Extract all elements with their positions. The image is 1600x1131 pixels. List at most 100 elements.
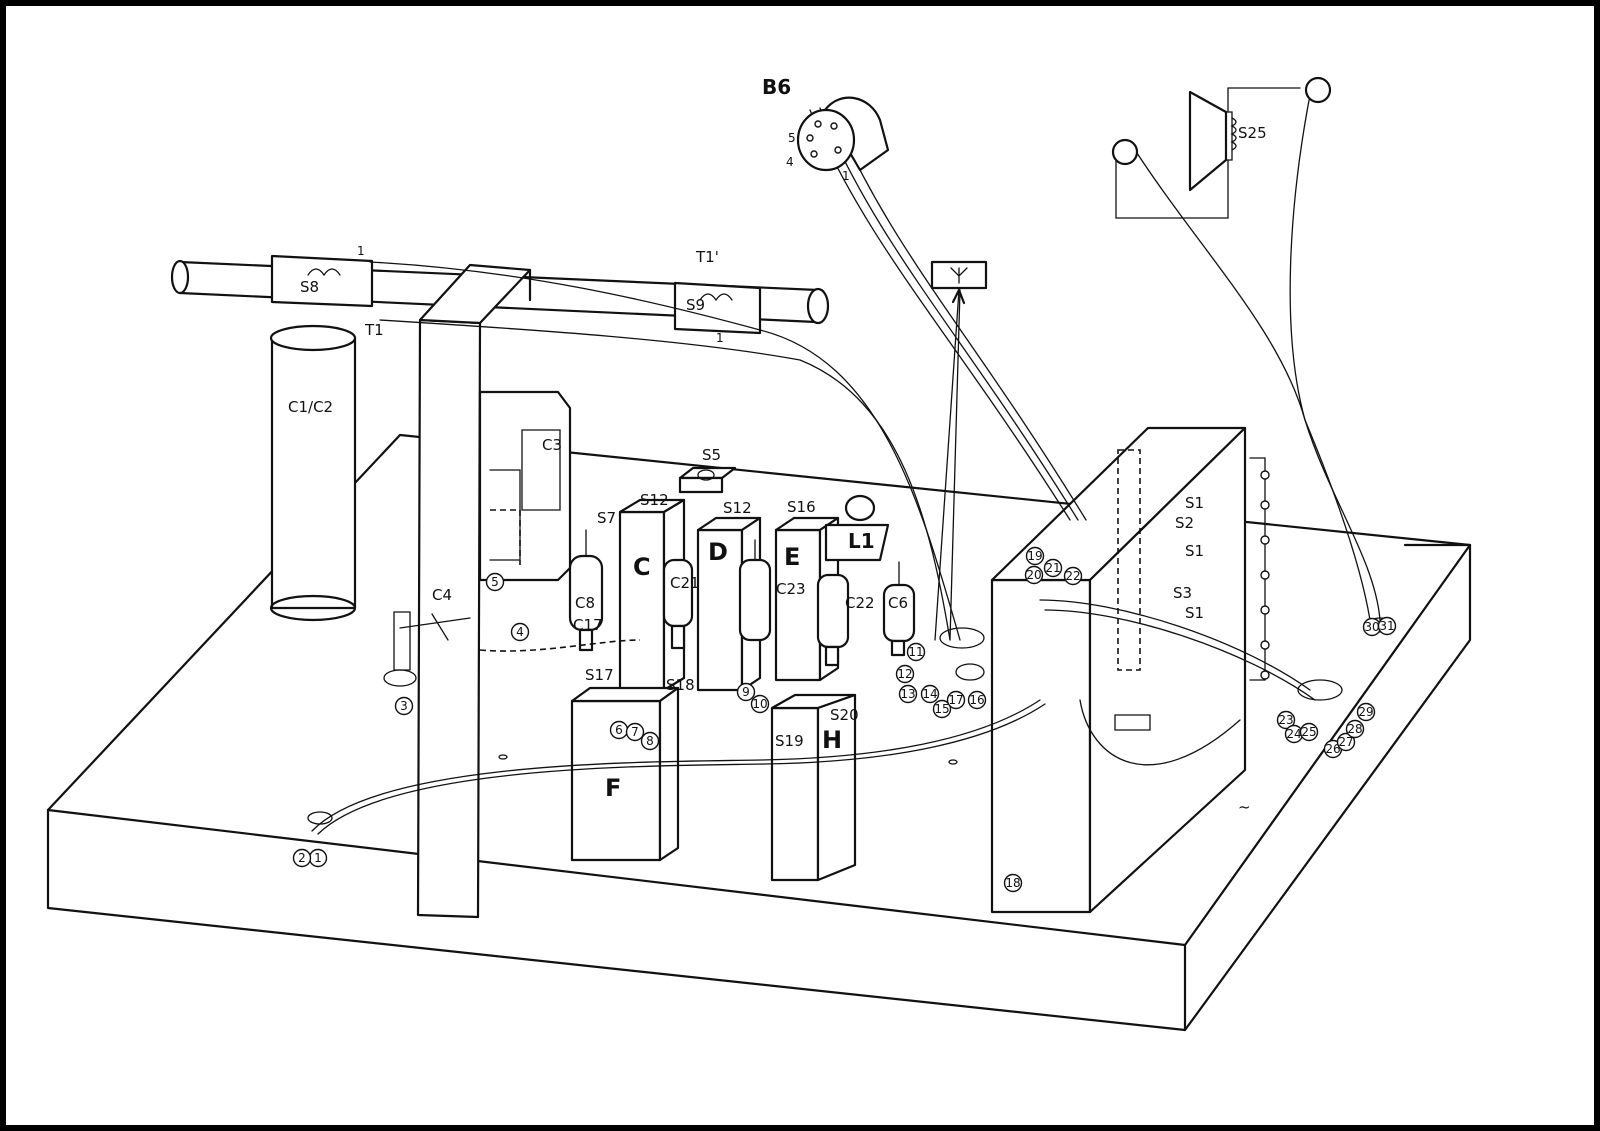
- c17-label: C17: [573, 616, 603, 634]
- electrolytic-capacitor-c1c2: C1/C2: [269, 324, 357, 622]
- terminal-number: 13: [900, 687, 915, 701]
- mains-symbol: ~: [1238, 798, 1251, 816]
- terminal-number: 4: [516, 625, 524, 639]
- c4-label: C4: [432, 586, 452, 604]
- terminal-17: 17: [946, 690, 966, 710]
- t1-prime-label: T1': [695, 248, 719, 266]
- s16-label: S16: [787, 498, 816, 516]
- s17-label: S17: [585, 666, 614, 684]
- switch-box: [990, 426, 1270, 914]
- loudspeaker-icon: S25: [1111, 76, 1332, 219]
- module-h: H: [770, 693, 857, 882]
- terminal-16: 16: [967, 690, 987, 710]
- terminal-number: 25: [1301, 725, 1316, 739]
- capacitor-c8-c17: [568, 529, 604, 652]
- tube-socket-icon: B6 5 4 1: [762, 75, 890, 183]
- capacitor-c23: [738, 539, 772, 642]
- terminal-13: 13: [898, 684, 918, 704]
- c22-label: C22: [845, 594, 875, 612]
- terminal-25: 25: [1299, 722, 1319, 742]
- terminal-number: 2: [298, 851, 306, 865]
- terminal-23: 23: [1276, 710, 1296, 730]
- trimmer-c4: C4: [383, 586, 471, 687]
- terminal-number: 21: [1045, 561, 1060, 575]
- s25-label: S25: [1238, 124, 1267, 142]
- s9-tap-1: 1: [716, 331, 724, 345]
- s20-label: S20: [830, 706, 859, 724]
- if-can-c: C: [618, 498, 686, 692]
- terminal-10: 10: [750, 694, 770, 714]
- terminal-number: 6: [615, 723, 623, 737]
- terminal-29: 29: [1356, 702, 1376, 722]
- b6-label: B6: [762, 75, 791, 99]
- terminal-number: 15: [934, 702, 949, 716]
- terminal-18: 18: [1003, 873, 1023, 893]
- terminal-11: 11: [906, 642, 926, 662]
- terminal-number: 11: [908, 645, 923, 659]
- s3-label: S3: [1173, 584, 1192, 602]
- terminal-number: 27: [1338, 735, 1353, 749]
- terminal-4: 4: [510, 622, 530, 642]
- coil-l1: L1: [824, 494, 890, 562]
- terminal-number: 24: [1286, 727, 1301, 741]
- terminal-2: 2: [292, 848, 312, 868]
- c1c2-label: C1/C2: [288, 398, 333, 416]
- terminal-number: 17: [948, 693, 963, 707]
- s12-label-b: S12: [723, 499, 752, 517]
- terminal-number: 16: [969, 693, 984, 707]
- terminal-19: 19: [1025, 546, 1045, 566]
- socket-pin-4: 4: [786, 155, 794, 169]
- terminal-12: 12: [895, 664, 915, 684]
- terminal-number: 22: [1065, 569, 1080, 583]
- s5-label: S5: [702, 446, 721, 464]
- terminal-number: 3: [400, 699, 408, 713]
- c21-label: C21: [670, 574, 700, 592]
- chassis-wiring-diagram: C1/C2 C3 C4 C D E S5: [46, 75, 1472, 1032]
- terminal-28: 28: [1345, 719, 1365, 739]
- terminal-number: 28: [1347, 722, 1362, 736]
- trimmer-s5: S5: [678, 446, 737, 494]
- terminal-number: 7: [631, 725, 639, 739]
- terminal-number: 8: [646, 734, 654, 748]
- terminal-21: 21: [1043, 558, 1063, 578]
- c6-label: C6: [888, 594, 908, 612]
- terminal-number: 19: [1027, 549, 1042, 563]
- terminal-number: 31: [1379, 619, 1394, 633]
- rod-bracket: [416, 263, 532, 919]
- socket-pin-5: 5: [788, 131, 796, 145]
- terminal-number: 20: [1026, 568, 1041, 582]
- t1-label: T1: [364, 321, 384, 339]
- c3-label: C3: [542, 436, 562, 454]
- terminal-24: 24: [1284, 724, 1304, 744]
- module-f-label: F: [605, 774, 621, 802]
- terminal-number: 1: [314, 851, 322, 865]
- terminal-5: 5: [485, 572, 505, 592]
- can-d-label: D: [708, 538, 728, 566]
- terminal-number: 10: [752, 697, 767, 711]
- terminal-1: 1: [308, 848, 328, 868]
- terminal-20: 20: [1024, 565, 1044, 585]
- terminal-number: 14: [922, 687, 937, 701]
- terminal-strip: [1260, 470, 1270, 680]
- s12-label-a: S12: [640, 491, 669, 509]
- terminal-31: 31: [1377, 616, 1397, 636]
- s2-label: S2: [1175, 514, 1194, 532]
- terminal-22: 22: [1063, 566, 1083, 586]
- s8-label: S8: [300, 278, 319, 296]
- terminal-number: 29: [1358, 705, 1373, 719]
- s9-label: S9: [686, 296, 705, 314]
- c8-label: C8: [575, 594, 595, 612]
- terminal-14: 14: [920, 684, 940, 704]
- l1-label: L1: [848, 529, 875, 553]
- s18-label: S18: [666, 676, 695, 694]
- terminal-number: 12: [897, 667, 912, 681]
- terminal-number: 23: [1278, 713, 1293, 727]
- socket-pin-1: 1: [842, 169, 850, 183]
- terminal-15: 15: [932, 699, 952, 719]
- s7-label: S7: [597, 509, 616, 527]
- terminal-8: 8: [640, 731, 660, 751]
- capacitor-c6: [882, 561, 916, 657]
- terminal-number: 9: [742, 685, 750, 699]
